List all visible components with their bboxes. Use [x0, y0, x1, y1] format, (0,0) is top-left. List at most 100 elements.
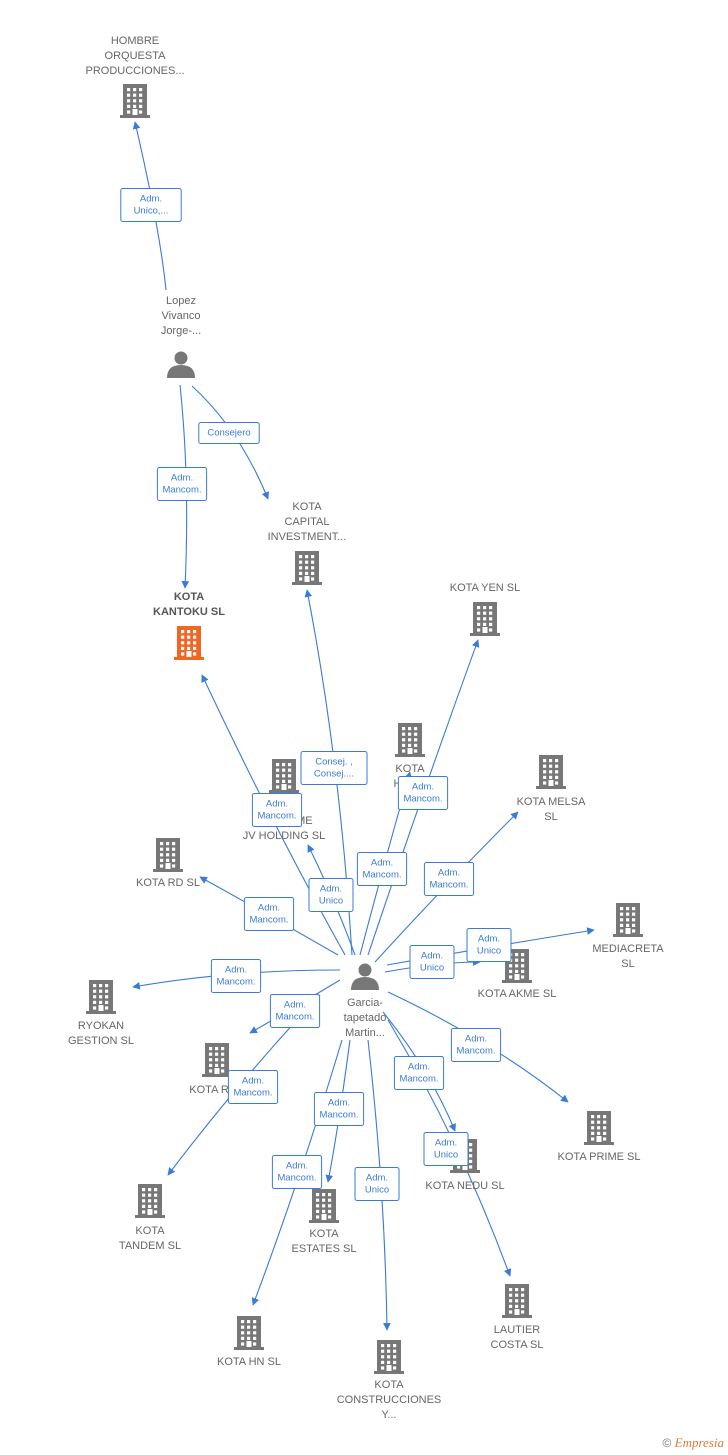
relation-label-garcia-to-akme[interactable]: Adm.Unico [409, 945, 455, 979]
edges-layer [132, 121, 595, 1331]
node-label-lautier: COSTA SL [491, 1339, 544, 1351]
relation-label-text: Adm. [320, 884, 342, 895]
relation-label-text: Adm. [284, 1000, 306, 1011]
relation-label-garcia-to-mediacreta[interactable]: Adm.Unico [466, 928, 512, 962]
person-icon [351, 963, 379, 990]
node-label-kantoku: KANTOKU SL [153, 606, 225, 618]
node-hn[interactable]: KOTA HN SL [217, 1316, 281, 1368]
relation-label-text: Mancom. [403, 794, 442, 805]
relation-label-garcia-to-nedu[interactable]: Adm.Mancom. [393, 1056, 445, 1090]
relation-label-text: Adm. [258, 903, 280, 914]
relation-label-text: Adm. [242, 1076, 264, 1087]
relation-label-garcia-to-melsa[interactable]: Adm.Mancom. [423, 862, 475, 896]
node-label-melsa: KOTA MELSA [517, 796, 587, 808]
relation-label-text: Mancom. [399, 1074, 438, 1085]
relation-label-text: Unico [319, 896, 343, 907]
relation-label-garcia-to-lautier[interactable]: Adm.Unico [423, 1132, 469, 1166]
node-label-estates: ESTATES SL [291, 1243, 356, 1255]
relation-label-text: Adm. [478, 934, 500, 945]
relation-label-text: Unico,... [134, 206, 169, 217]
footer-brand[interactable]: © Empresia [662, 1435, 724, 1451]
node-garcia[interactable]: Garcia-tapetadoMartin... [344, 963, 387, 1040]
relation-label-garcia-to-jv[interactable]: Adm.Unico [308, 878, 354, 912]
relation-label-text: Adm. [465, 1034, 487, 1045]
node-label-estates: KOTA [309, 1228, 339, 1240]
relation-label-text: Mancom. [362, 870, 401, 881]
relation-label-text: Adm. [412, 782, 434, 793]
relation-label-garcia-to-rz[interactable]: Adm.Mancom. [269, 994, 321, 1028]
node-hombre[interactable]: HOMBREORQUESTAPRODUCCIONES... [85, 35, 185, 118]
node-label-hombre: HOMBRE [111, 35, 159, 47]
relation-label-garcia-to-construcciones[interactable]: Adm.Unico [354, 1167, 400, 1201]
building-icon [309, 1189, 339, 1223]
relation-label-text: Mancom. [429, 880, 468, 891]
node-label-capital: CAPITAL [284, 516, 329, 528]
relation-label-text: Consej.... [314, 769, 354, 780]
relation-label-garcia-to-hn[interactable]: Adm.Mancom. [271, 1155, 323, 1189]
node-lopez[interactable]: LopezVivancoJorge-... [161, 295, 201, 378]
node-melsa[interactable]: KOTA MELSA SL [517, 755, 587, 823]
node-label-ryokan: GESTION SL [68, 1035, 134, 1047]
relation-label-lopez-to-kantoku[interactable]: Adm.Mancom. [156, 467, 208, 501]
relation-label-garcia-to-tandem[interactable]: Adm.Mancom. [227, 1070, 279, 1104]
relation-label-garcia-to-estates[interactable]: Adm.Mancom. [313, 1092, 365, 1126]
relation-label-garcia-to-hur[interactable]: Adm.Mancom. [356, 852, 408, 886]
node-label-capital: KOTA [292, 501, 322, 513]
building-icon [613, 903, 643, 937]
node-estates[interactable]: KOTA ESTATES SL [291, 1189, 357, 1255]
relation-label-garcia-to-yen[interactable]: Adm.Mancom. [397, 776, 449, 810]
node-prime[interactable]: KOTA PRIME SL [558, 1111, 641, 1163]
node-label-akme: KOTA AKME SL [478, 988, 557, 1000]
relation-label-text: Adm. [371, 858, 393, 869]
node-label-melsa: SL [544, 811, 557, 823]
node-capital[interactable]: KOTA CAPITAL INVESTMENT... [268, 501, 347, 585]
relation-label-garcia-to-rd[interactable]: Adm.Mancom. [243, 897, 295, 931]
relation-label-text: Adm. [435, 1138, 457, 1149]
relation-label-text: Mancom. [456, 1046, 495, 1057]
node-label-hur: KOTA [395, 763, 425, 775]
relation-label-text: Adm. [171, 473, 193, 484]
relation-label-text: Adm. [438, 868, 460, 879]
node-label-hombre: ORQUESTA [105, 50, 167, 62]
person-icon [167, 351, 195, 378]
relation-label-text: Mancom. [257, 811, 296, 822]
node-label-rd: KOTA RD SL [136, 877, 200, 889]
building-icon [584, 1111, 614, 1145]
relation-label-lopez-to-capital[interactable]: Consejero [198, 422, 260, 444]
node-ryokan[interactable]: RYOKAN GESTION SL [68, 980, 134, 1047]
relation-label-garcia-to-capital[interactable]: Consej. ,Consej.... [300, 751, 368, 785]
node-construcciones[interactable]: KOTACONSTRUCCIONESY... [337, 1340, 442, 1421]
node-rd[interactable]: KOTA RD SL [136, 838, 200, 889]
node-label-mediacreta: MEDIACRETA [592, 943, 664, 955]
node-label-lopez: Lopez [166, 295, 196, 307]
node-label-capital: INVESTMENT... [268, 531, 347, 543]
node-label-garcia: Garcia- [347, 997, 383, 1009]
relation-label-text: Adm. [408, 1062, 430, 1073]
relation-label-garcia-to-prime[interactable]: Adm.Mancom. [450, 1028, 502, 1062]
relation-label-text: Mancom. [275, 1012, 314, 1023]
relation-label-garcia-to-kantoku[interactable]: Adm.Mancom. [251, 793, 303, 827]
node-label-lopez: Vivanco [162, 310, 201, 322]
relation-label-garcia-to-ryokan[interactable]: Adm.Mancom. [210, 959, 262, 993]
node-yen[interactable]: KOTA YEN SL [450, 582, 521, 636]
relation-label-lopez-to-hombre[interactable]: Adm.Unico,... [120, 188, 182, 222]
relation-label-text: Unico [420, 963, 444, 974]
building-icon [395, 723, 425, 757]
node-label-jv: JV HOLDING SL [243, 830, 326, 842]
building-icon [153, 838, 183, 872]
relation-label-text: Mancom. [162, 485, 201, 496]
node-label-lopez: Jorge-... [161, 325, 201, 337]
relation-label-text: Mancom. [216, 977, 255, 988]
relation-label-text: Adm. [328, 1098, 350, 1109]
building-icon [120, 84, 150, 118]
relation-label-text: Consej. , [315, 757, 353, 768]
node-akme[interactable]: KOTA AKME SL [478, 949, 557, 1000]
relation-label-text: Adm. [225, 965, 247, 976]
relation-label-text: Mancom. [233, 1088, 272, 1099]
node-label-ryokan: RYOKAN [78, 1020, 124, 1032]
